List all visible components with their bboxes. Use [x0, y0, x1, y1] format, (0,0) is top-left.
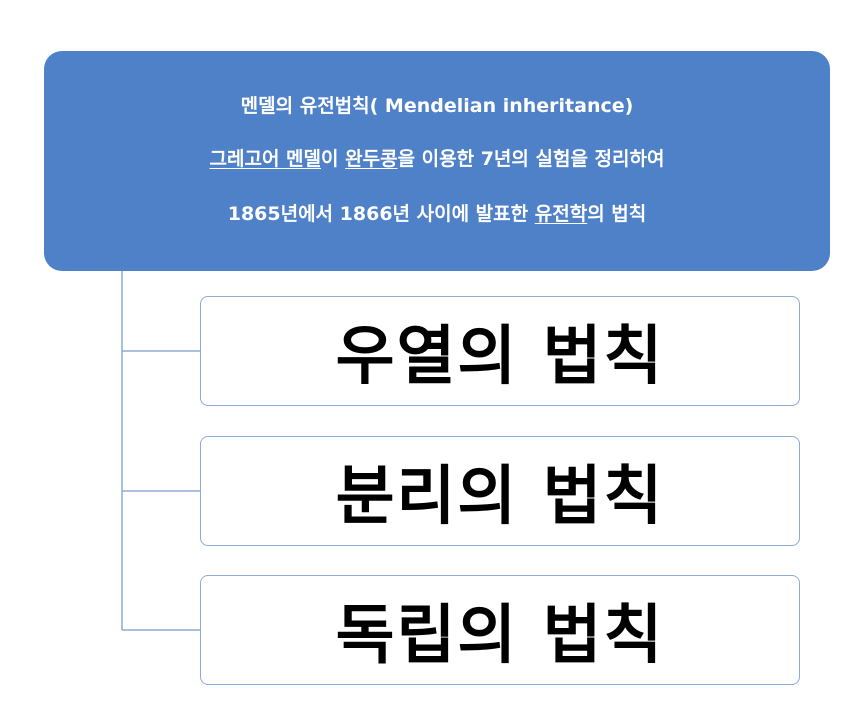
child-node-dominance: 우열의 법칙	[200, 296, 800, 406]
pea-link[interactable]: 완두콩	[345, 148, 398, 170]
child-node-label: 우열의 법칙	[335, 320, 665, 394]
root-description-line-2: 그레고어 멘델이 완두콩을 이용한 7년의 실험을 정리하여	[44, 146, 830, 172]
child-node-independence: 독립의 법칙	[200, 575, 800, 685]
root-text: 이	[321, 148, 346, 170]
child-node-label: 분리의 법칙	[335, 460, 665, 534]
root-text: 을 이용한 7년의 실험을 정리하여	[397, 148, 665, 170]
child-node-label: 독립의 법칙	[335, 599, 665, 673]
root-node: 멘델의 유전법칙( Mendelian inheritance) 그레고어 멘델…	[44, 51, 830, 271]
gregor-mendel-link[interactable]: 그레고어 멘델	[209, 148, 322, 170]
genetics-link[interactable]: 유전학	[534, 203, 588, 225]
root-description-line-3: 1865년에서 1866년 사이에 발표한 유전학의 법칙	[44, 201, 830, 227]
root-title: 멘델의 유전법칙( Mendelian inheritance)	[240, 95, 634, 117]
root-text: 의 법칙	[587, 203, 647, 225]
child-node-segregation: 분리의 법칙	[200, 436, 800, 546]
root-text: 1865년에서 1866년 사이에 발표한	[227, 203, 535, 225]
